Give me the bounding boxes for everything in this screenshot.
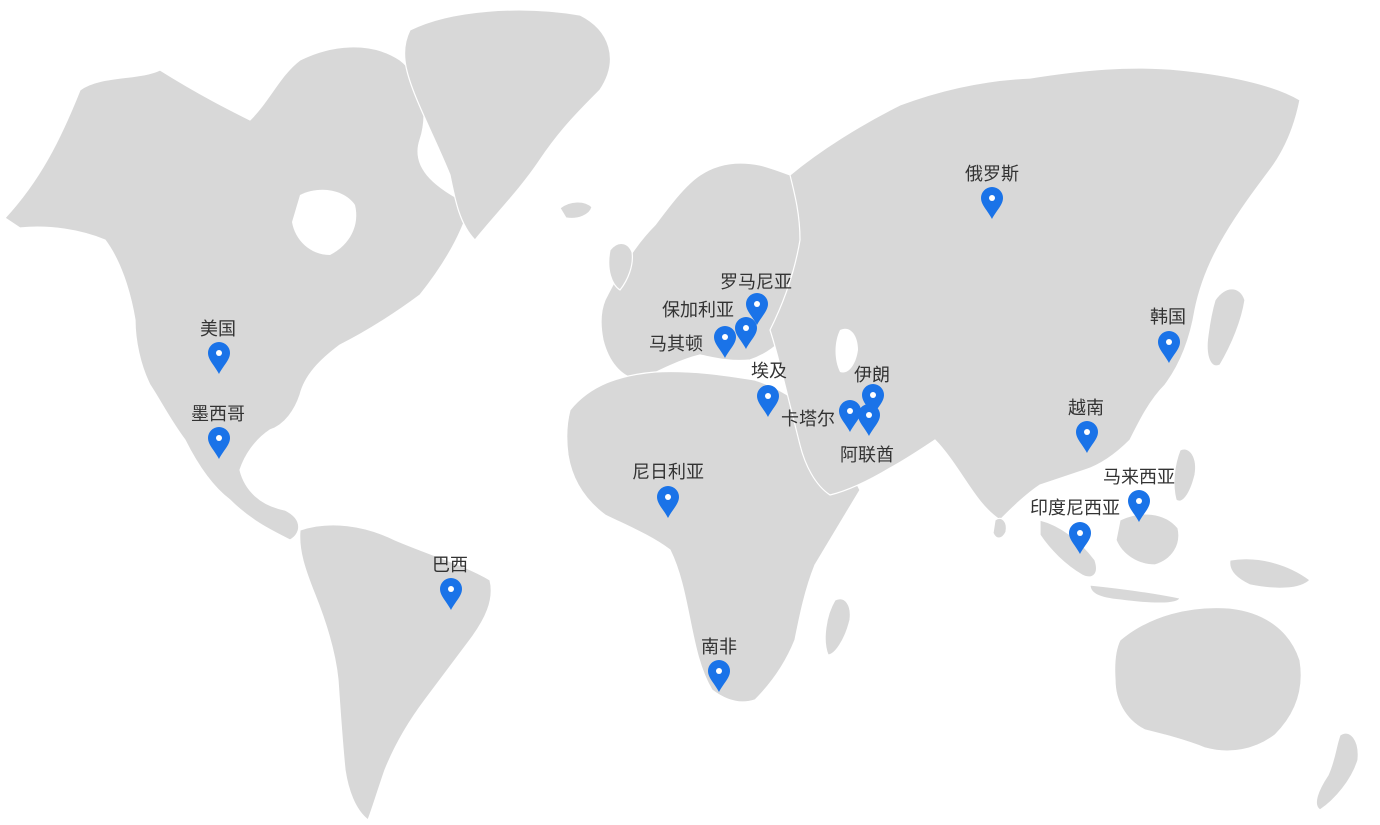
marker-egypt[interactable]: 埃及 [751,361,787,417]
map-pin-icon[interactable] [735,317,757,349]
continents [4,9,1359,821]
marker-mexico[interactable]: 墨西哥 [191,404,245,459]
marker-iran[interactable]: 伊朗 [854,365,890,416]
map-pin-icon[interactable] [981,187,1003,219]
marker-label-brazil: 巴西 [432,555,468,576]
borneo-landmass [1115,513,1180,566]
sri-lanka-landmass [992,517,1007,539]
marker-macedonia[interactable]: 马其顿 [649,326,736,358]
new-guinea-landmass [1229,558,1311,589]
marker-korea[interactable]: 韩国 [1150,307,1186,363]
marker-label-usa: 美国 [200,319,236,340]
marker-brazil[interactable]: 巴西 [432,555,468,610]
map-pin-icon[interactable] [1128,490,1150,522]
marker-qatar[interactable]: 卡塔尔 [781,400,861,432]
map-pin-icon[interactable] [714,326,736,358]
marker-uae[interactable]: 阿联酋 [840,404,894,466]
hudson-bay [292,189,357,255]
marker-vietnam[interactable]: 越南 [1068,398,1104,453]
map-pin-icon[interactable] [746,293,768,325]
marker-russia[interactable]: 俄罗斯 [965,164,1019,219]
marker-label-uae: 阿联酋 [840,445,894,466]
marker-label-russia: 俄罗斯 [965,164,1019,185]
map-pin-dot [665,494,671,500]
caspian-sea [835,328,858,373]
madagascar-landmass [824,598,851,656]
map-pin-dot [847,408,853,414]
map-pin-icon[interactable] [1076,421,1098,453]
sumatra-landmass [1039,519,1098,578]
java-landmass [1089,584,1181,604]
marker-label-indonesia: 印度尼西亚 [1030,498,1120,519]
marker-usa[interactable]: 美国 [200,319,236,374]
map-pin-icon[interactable] [1069,522,1091,554]
map-pin-dot [866,412,872,418]
map-pin-dot [216,435,222,441]
marker-nigeria[interactable]: 尼日利亚 [632,462,704,518]
marker-label-south-africa: 南非 [701,637,737,658]
map-pin-icon[interactable] [657,486,679,518]
marker-label-mexico: 墨西哥 [191,404,245,425]
map-pin-dot [765,393,771,399]
map-pin-dot [754,301,760,307]
map-pin-icon[interactable] [757,385,779,417]
map-pin-dot [1136,498,1142,504]
marker-label-macedonia: 马其顿 [649,334,703,355]
map-pin-icon[interactable] [208,427,230,459]
map-pin-dot [743,325,749,331]
marker-label-korea: 韩国 [1150,307,1186,328]
map-pin-icon[interactable] [839,400,861,432]
marker-label-malaysia: 马来西亚 [1103,467,1175,488]
uk-landmass [608,242,633,291]
map-pin-icon[interactable] [208,342,230,374]
map-pin-dot [1077,530,1083,536]
map-pin-dot [870,392,876,398]
marker-south-africa[interactable]: 南非 [701,637,737,692]
marker-label-nigeria: 尼日利亚 [632,462,704,483]
asia-landmass [769,67,1301,521]
australia-landmass [1114,606,1302,752]
marker-label-egypt: 埃及 [751,361,787,382]
map-pin-icon[interactable] [708,660,730,692]
marker-romania[interactable]: 罗马尼亚 [720,272,792,325]
south-america-landmass [299,524,492,821]
marker-label-qatar: 卡塔尔 [781,409,835,430]
map-pin-dot [989,195,995,201]
map-pin-dot [1084,429,1090,435]
marker-label-vietnam: 越南 [1068,398,1104,419]
marker-label-iran: 伊朗 [854,365,890,386]
map-pin-icon[interactable] [440,578,462,610]
north-america-landmass [4,46,471,541]
marker-label-romania: 罗马尼亚 [720,272,792,293]
map-pin-icon[interactable] [1158,331,1180,363]
new-zealand-landmass [1315,732,1359,811]
greenland-landmass [404,9,611,241]
map-pin-dot [722,334,728,340]
iceland-landmass [559,201,593,220]
philippines-landmass [1173,448,1197,502]
marker-label-bulgaria: 保加利亚 [662,300,734,321]
map-pin-icon[interactable] [862,384,884,416]
marker-bulgaria[interactable]: 保加利亚 [662,300,757,349]
africa-landmass [566,370,861,703]
map-pin-dot [216,350,222,356]
map-pin-icon[interactable] [858,404,880,436]
marker-indonesia[interactable]: 印度尼西亚 [1030,498,1120,554]
marker-malaysia[interactable]: 马来西亚 [1103,467,1175,522]
japan-landmass [1206,288,1246,367]
map-pin-dot [1166,339,1172,345]
map-pin-dot [716,668,722,674]
map-pin-dot [448,586,454,592]
